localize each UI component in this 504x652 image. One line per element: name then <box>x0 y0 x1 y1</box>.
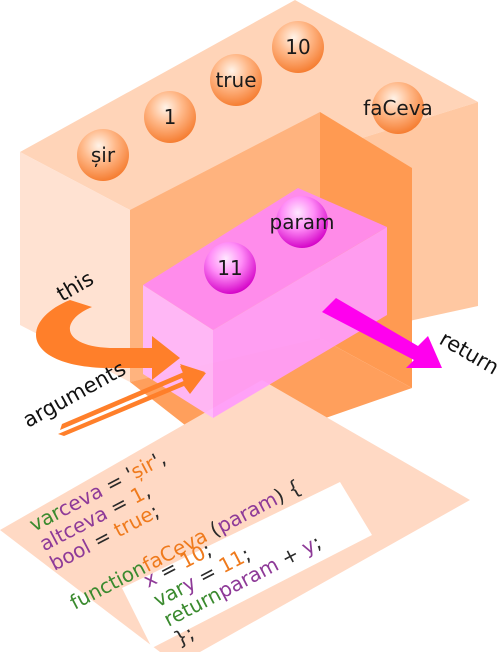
code-panel: varceva = 'șir',altceva = 1,bool = true;… <box>0 380 470 652</box>
variable-ball-param: param <box>270 196 335 248</box>
this-arrow <box>36 300 180 380</box>
code-panel-inner <box>122 482 372 648</box>
function-name-label: faCeva <box>363 96 433 120</box>
variable-11-label: 11 <box>217 256 242 280</box>
inner-variable-balls: 11 param <box>204 196 334 294</box>
variable-ball-11: 11 <box>204 242 256 294</box>
code-panel-outer <box>0 380 470 652</box>
variable-true-label: true <box>215 68 256 92</box>
variable-ball-sir: șir <box>77 129 129 181</box>
variable-10-label: 10 <box>285 35 310 59</box>
variable-param-label: param <box>270 210 335 234</box>
function-name-ball: faCeva <box>363 82 433 134</box>
outer-variable-balls: șir 1 true 10 faCeva <box>77 21 433 181</box>
variable-sir-label: șir <box>91 143 116 167</box>
variable-ball-true: true <box>210 54 262 106</box>
variable-ball-10: 10 <box>272 21 324 73</box>
outer-box-top <box>20 0 478 210</box>
return-arrow <box>322 298 442 368</box>
arguments-arrow <box>58 364 206 436</box>
return-label: return <box>436 327 504 380</box>
variable-1-label: 1 <box>164 105 177 129</box>
variable-ball-1: 1 <box>144 91 196 143</box>
inner-box-front <box>213 227 387 418</box>
